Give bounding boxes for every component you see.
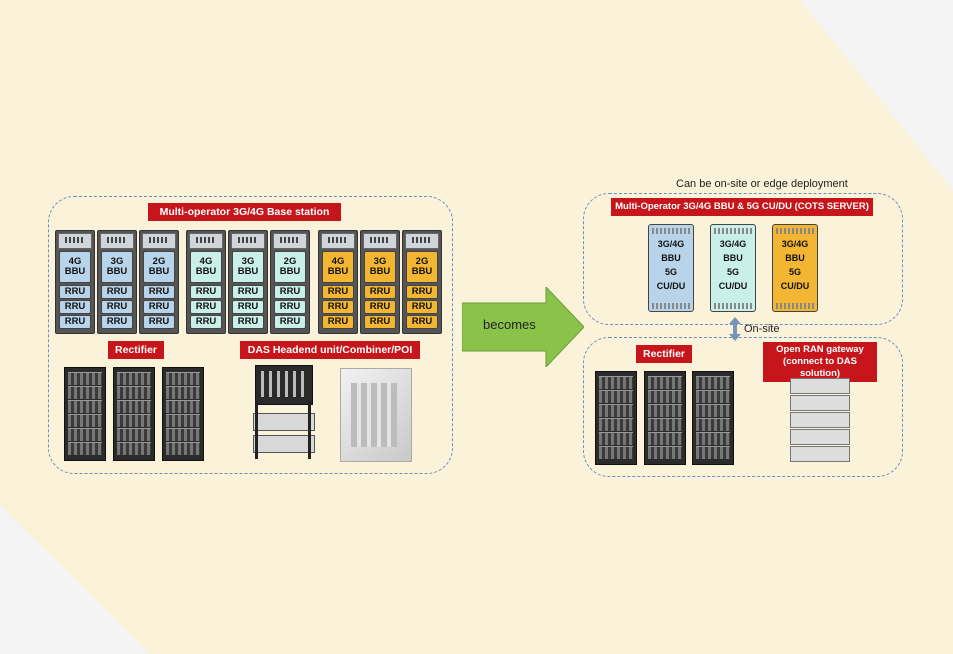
server-text: BBU — [723, 253, 743, 263]
rack-panel-icon — [405, 233, 439, 249]
rru-module: RRU — [364, 285, 396, 299]
rectifier-cabinet — [64, 367, 106, 461]
bbu-module: 3G BBU — [101, 251, 133, 283]
server-text: CU/DU — [718, 281, 748, 291]
rru-module: RRU — [232, 315, 264, 329]
rru-module: RRU — [406, 300, 438, 314]
rru-module: RRU — [322, 300, 354, 314]
rru-module: RRU — [190, 315, 222, 329]
becomes-arrow — [462, 287, 584, 367]
server-text: 5G — [664, 267, 677, 277]
das-headend-label: DAS Headend unit/Combiner/POI — [240, 341, 420, 359]
server-text: 3G/4G — [781, 239, 809, 249]
rru-module: RRU — [101, 315, 133, 329]
server-text: 5G — [726, 267, 739, 277]
rru-module: RRU — [406, 285, 438, 299]
rru-module: RRU — [274, 315, 306, 329]
bbu-module: 2G BBU — [274, 251, 306, 283]
rack-panel-icon — [321, 233, 355, 249]
base-station-title: Multi-operator 3G/4G Base station — [148, 203, 341, 221]
rru-module: RRU — [143, 315, 175, 329]
rru-module: RRU — [143, 300, 175, 314]
rru-module: RRU — [364, 300, 396, 314]
bbu-module: 4G BBU — [322, 251, 354, 283]
becomes-label: becomes — [483, 317, 536, 332]
base-station-group — [48, 196, 453, 474]
server-text: CU/DU — [780, 281, 810, 291]
bbu-module: 3G BBU — [232, 251, 264, 283]
server-text: 5G — [788, 267, 801, 277]
rru-module: RRU — [59, 300, 91, 314]
server-text: 3G/4G — [657, 239, 685, 249]
bbu-module: 4G BBU — [59, 251, 91, 283]
bbu-module: 2G BBU — [406, 251, 438, 283]
rectifier-cabinet — [595, 371, 637, 465]
rru-module: RRU — [190, 285, 222, 299]
rru-module: RRU — [322, 315, 354, 329]
rru-module: RRU — [274, 300, 306, 314]
rru-module: RRU — [364, 315, 396, 329]
bbu-module: 4G BBU — [190, 251, 222, 283]
onsite-group — [583, 337, 903, 477]
server-text: CU/DU — [656, 281, 686, 291]
rru-module: RRU — [232, 285, 264, 299]
das-headend-unit-image — [340, 368, 412, 462]
onsite-double-arrow-icon — [729, 317, 741, 341]
server-text: BBU — [661, 253, 681, 263]
rru-module: RRU — [101, 300, 133, 314]
rru-module: RRU — [190, 300, 222, 314]
das-combiner-image — [253, 365, 315, 460]
rectifier-cabinet — [644, 371, 686, 465]
open-ran-gateway-image — [790, 378, 850, 462]
rack-panel-icon — [142, 233, 176, 249]
rru-module: RRU — [143, 285, 175, 299]
cots-server-group — [583, 193, 903, 325]
onsite-label: On-site — [744, 323, 780, 335]
rectifier-cabinet — [113, 367, 155, 461]
rack-panel-icon — [231, 233, 265, 249]
rru-module: RRU — [322, 285, 354, 299]
rack-panel-icon — [100, 233, 134, 249]
bbu-module: 3G BBU — [364, 251, 396, 283]
rru-module: RRU — [59, 285, 91, 299]
cots-server: 3G/4G BBU 5G CU/DU — [772, 224, 818, 312]
cots-server: 3G/4G BBU 5G CU/DU — [710, 224, 756, 312]
rectifier-cabinet — [162, 367, 204, 461]
rru-module: RRU — [406, 315, 438, 329]
rectifier-cabinet — [692, 371, 734, 465]
rru-module: RRU — [101, 285, 133, 299]
deployment-caption: Can be on-site or edge deployment — [676, 178, 848, 190]
rack-panel-icon — [273, 233, 307, 249]
server-text: 3G/4G — [719, 239, 747, 249]
cots-server-title: Multi-Operator 3G/4G BBU & 5G CU/DU (COT… — [611, 198, 873, 216]
rack-panel-icon — [189, 233, 223, 249]
cots-server: 3G/4G BBU 5G CU/DU — [648, 224, 694, 312]
rack-panel-icon — [363, 233, 397, 249]
open-ran-gateway-label: Open RAN gateway (connect to DAS solutio… — [763, 342, 877, 382]
rru-module: RRU — [274, 285, 306, 299]
server-text: BBU — [785, 253, 805, 263]
rack-panel-icon — [58, 233, 92, 249]
right-rectifier-label: Rectifier — [636, 345, 692, 363]
rectifier-label: Rectifier — [108, 341, 164, 359]
rru-module: RRU — [59, 315, 91, 329]
bbu-module: 2G BBU — [143, 251, 175, 283]
rru-module: RRU — [232, 300, 264, 314]
